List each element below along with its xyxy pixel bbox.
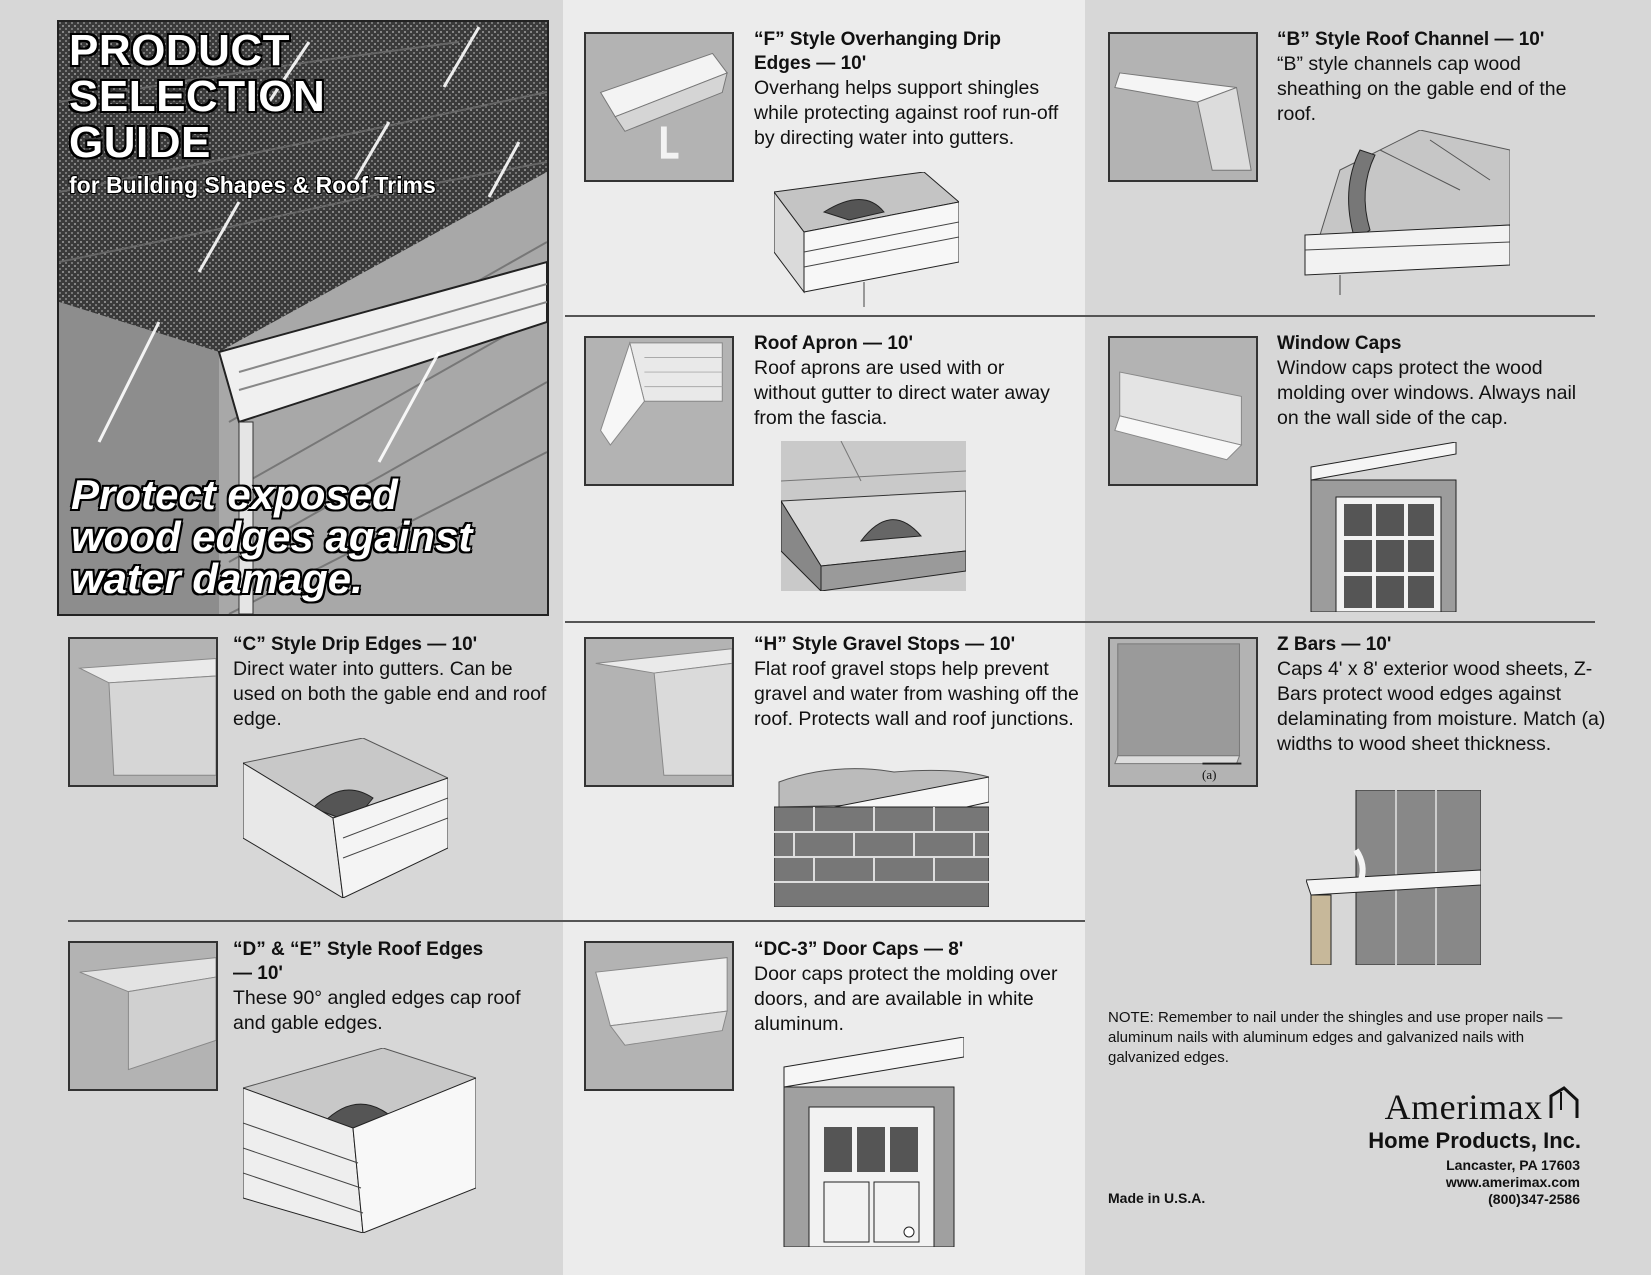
b-style-description: “B” style channels cap wood sheathing on… [1277,53,1567,125]
c-style-illustration [243,738,448,898]
f-style-title-1: “F” Style Overhanging Drip [754,29,1002,50]
h-style-thumbnail [584,637,734,787]
roof-apron-description: Roof aprons are used with or without gut… [754,357,1050,429]
cover-title-line2: SELECTION [69,72,326,121]
company-city: Lancaster, PA 17603 [1446,1157,1580,1173]
de-style-description: These 90° angled edges cap roof and gabl… [233,987,521,1034]
cover-title-line1: PRODUCT [69,26,291,75]
h-style-title: “H” Style Gravel Stops — 10' [754,634,1016,655]
cover-panel: PRODUCT SELECTION GUIDE for Building Sha… [57,20,549,616]
cover-tagline-line2: wood edges against [71,513,473,560]
roof-apron-title: Roof Apron — 10' [754,333,913,354]
window-caps-illustration [1306,442,1466,612]
window-caps-title: Window Caps [1277,333,1402,354]
z-bars-thumbnail: (a) [1108,637,1258,787]
dc3-description: Door caps protect the molding over doors… [754,963,1058,1035]
de-style-illustration [243,1048,476,1233]
made-in-usa: Made in U.S.A. [1108,1190,1206,1206]
window-caps-description: Window caps protect the wood molding ove… [1277,357,1577,429]
nail-note: NOTE: Remember to nail under the shingle… [1108,1009,1563,1066]
b-style-thumbnail [1108,32,1258,182]
company-logo: Amerimax Home Products, Inc. [1366,1086,1581,1154]
c-style-title: “C” Style Drip Edges — 10' [233,634,478,655]
company-subname: Home Products, Inc. [1368,1128,1581,1153]
roof-apron-illustration [781,441,966,591]
dc3-thumbnail [584,941,734,1091]
de-style-thumbnail [68,941,218,1091]
company-website: www.amerimax.com [1445,1174,1580,1190]
dc3-illustration [779,1037,964,1247]
cover-tagline-line1: Protect exposed [71,471,398,518]
row-divider-1 [565,315,1595,317]
z-bars-illustration [1306,790,1481,965]
f-style-illustration [774,172,959,307]
cover-subtitle: for Building Shapes & Roof Trims [69,172,436,198]
row-divider-3 [68,920,1085,922]
dc3-title: “DC-3” Door Caps — 8' [754,939,964,960]
h-style-illustration [774,762,989,907]
roof-apron-thumbnail [584,336,734,486]
f-style-description: Overhang helps support shingles while pr… [754,77,1059,149]
b-style-illustration [1300,130,1510,295]
de-style-title-1: “D” & “E” Style Roof Edges [233,939,484,960]
z-bars-description: Caps 4' x 8' exterior wood sheets, Z-Bar… [1277,658,1606,755]
b-style-title: “B” Style Roof Channel — 10' [1277,29,1545,50]
company-phone: (800)347-2586 [1488,1191,1580,1207]
cover-illustration [59,22,547,614]
f-style-thumbnail [584,32,734,182]
f-style-title-2: Edges — 10' [754,53,867,74]
house-icon [1549,1086,1579,1118]
company-name: Amerimax [1384,1087,1543,1127]
z-bars-thumb-label: (a) [1202,767,1217,782]
c-style-thumbnail [68,637,218,787]
h-style-description: Flat roof gravel stops help prevent grav… [754,658,1079,730]
row-divider-2 [565,621,1595,623]
z-bars-title: Z Bars — 10' [1277,634,1392,655]
cover-tagline-line3: water damage. [71,555,363,602]
de-style-title-2: — 10' [233,963,283,984]
window-caps-thumbnail [1108,336,1258,486]
cover-title-line3: GUIDE [69,118,211,167]
c-style-description: Direct water into gutters. Can be used o… [233,658,547,730]
